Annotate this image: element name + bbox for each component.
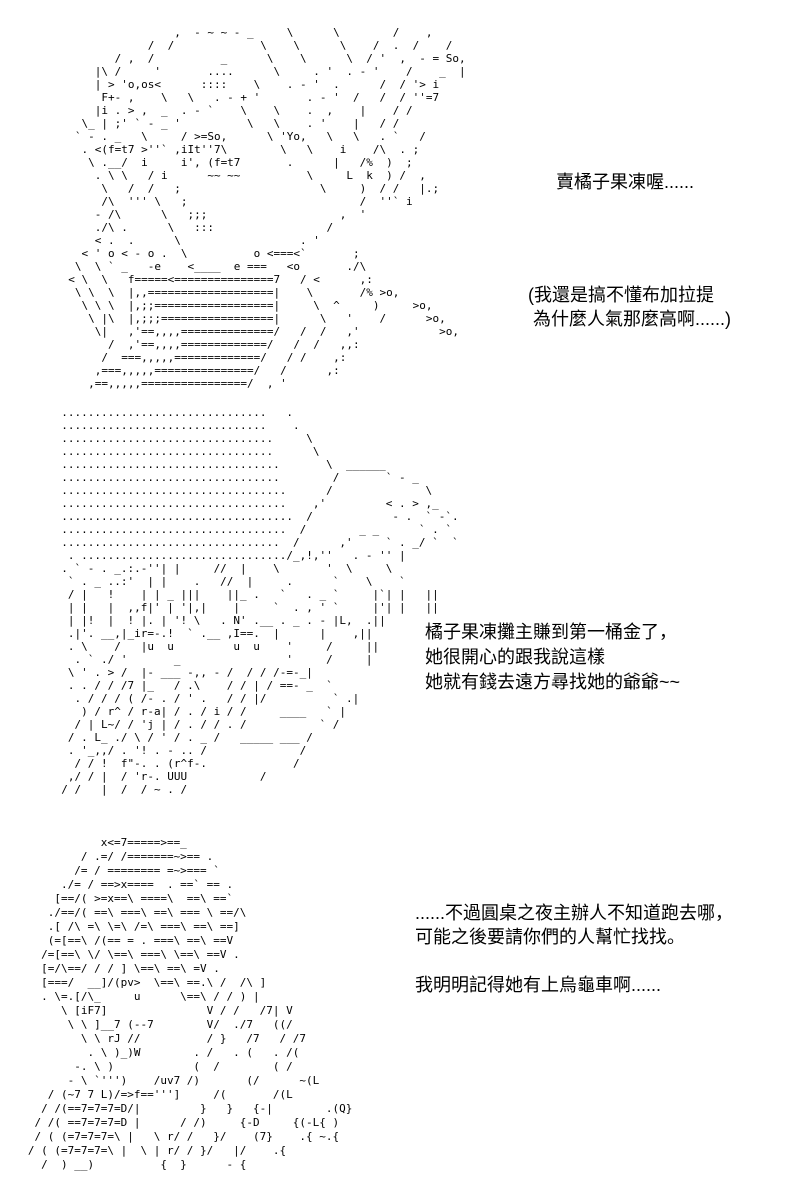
ascii-art-panel-1: , - ~ ~ - _ \ \ / , / / \ \ \ / . / / / … xyxy=(68,26,466,390)
caption-jelly-stall-first-gold: 橘子果凍攤主賺到第一桶金了， 她很開心的跟我說這樣 她就有錢去遠方尋找她的爺爺~… xyxy=(425,622,681,692)
ascii-art-panel-2: ............................... . ......… xyxy=(61,406,459,796)
caption-round-table-organizer: ......不過圓桌之夜主辦人不知道跑去哪， 可能之後要請你們的人幫忙找找。 我… xyxy=(415,903,734,995)
ascii-art-panel-3: x<=7=====>==_ / .=/ /=======~>== . /= / … xyxy=(27,836,353,1171)
caption-bucciarati-aside: (我還是搞不懂布加拉提 為什麼人氣那麼高啊......) xyxy=(528,285,732,329)
caption-selling-jelly: 賣橘子果凍喔...... xyxy=(556,172,695,192)
